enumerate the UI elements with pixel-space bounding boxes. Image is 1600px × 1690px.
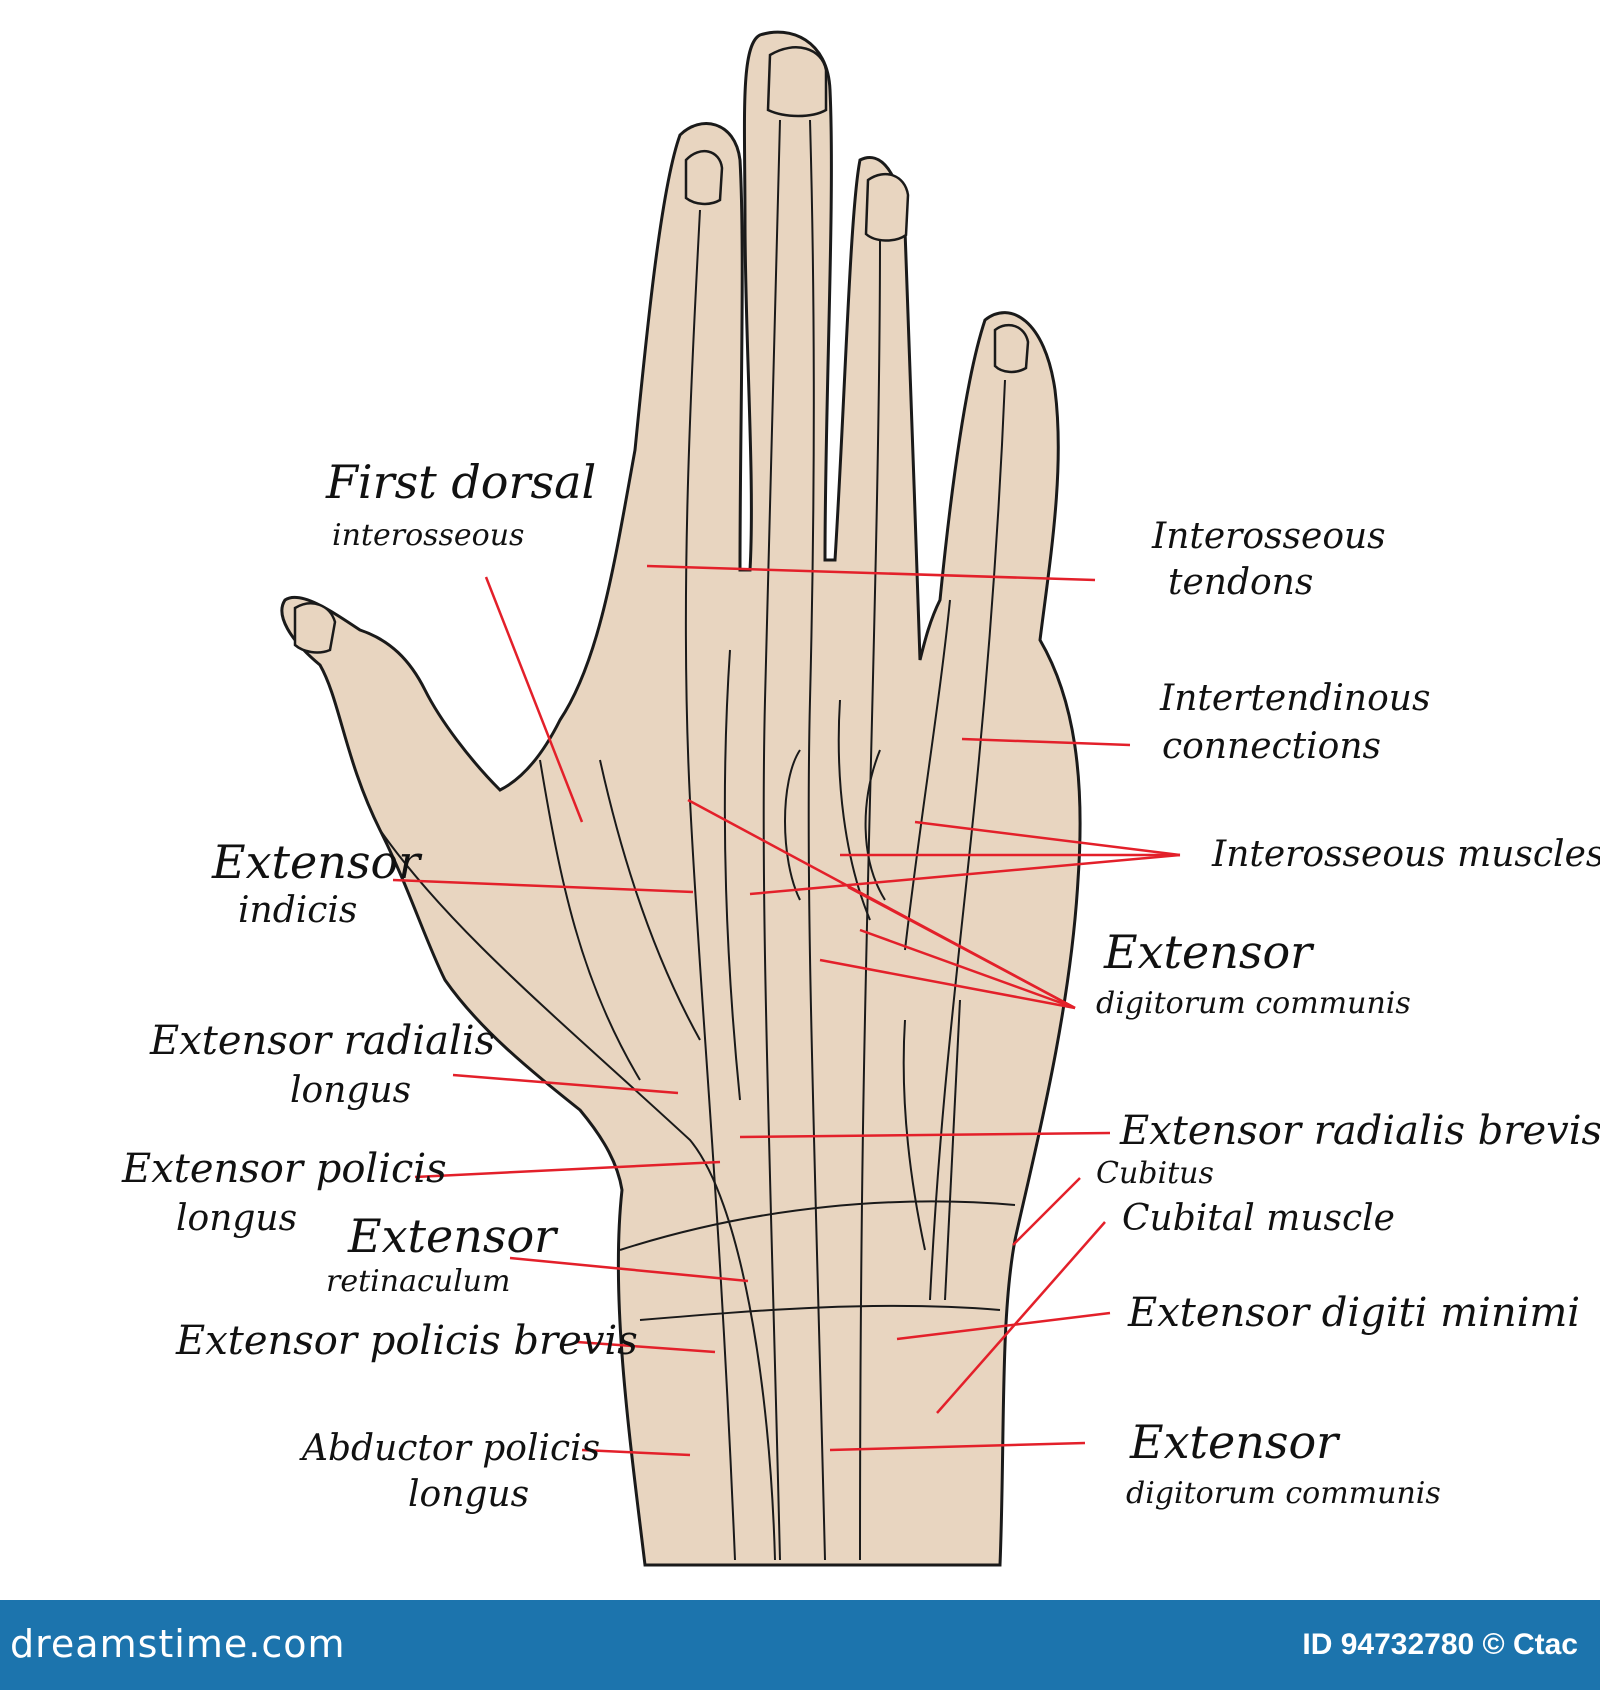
finger-nails bbox=[293, 46, 1030, 654]
leader-interosseous-muscles-3 bbox=[749, 853, 1181, 896]
image-credit: ID 94732780 © Ctac bbox=[1302, 1628, 1578, 1661]
label-ecrl-line1: Extensor radialis bbox=[150, 1018, 496, 1064]
label-first-dorsal-line2: interosseous bbox=[332, 518, 525, 553]
label-edc-upper-line1: Extensor bbox=[1104, 925, 1313, 979]
label-epb: Extensor policis brevis bbox=[176, 1318, 638, 1364]
hand-silhouette bbox=[280, 30, 1082, 1567]
leader-epb bbox=[576, 1340, 716, 1354]
leader-interosseous-tendons bbox=[646, 564, 1096, 582]
leader-interosseous-muscles-1 bbox=[914, 820, 1181, 857]
leader-ecrl bbox=[452, 1073, 679, 1095]
label-intertendinous-line1: Intertendinous bbox=[1160, 678, 1431, 719]
leader-apl bbox=[581, 1448, 691, 1457]
label-extensor-indicis-line2: indicis bbox=[238, 890, 358, 931]
leader-edc-lower bbox=[829, 1441, 1086, 1452]
label-interosseous-tendons-line2: tendons bbox=[1168, 562, 1314, 603]
leader-ecrb bbox=[739, 1131, 1111, 1139]
label-edc-upper-line2: digitorum communis bbox=[1096, 986, 1411, 1021]
label-edc-lower-line2: digitorum communis bbox=[1126, 1476, 1441, 1511]
leader-epl bbox=[414, 1160, 721, 1179]
label-ecrl-line2: longus bbox=[290, 1070, 412, 1111]
label-retinaculum-line2: retinaculum bbox=[326, 1264, 511, 1299]
label-edm: Extensor digiti minimi bbox=[1128, 1290, 1581, 1336]
anatomy-diagram: First dorsal interosseous Extensor indic… bbox=[122, 30, 1600, 1567]
label-edc-lower-line1: Extensor bbox=[1130, 1415, 1339, 1469]
leader-edc-upper-3 bbox=[859, 928, 1076, 1010]
leader-edm bbox=[896, 1311, 1111, 1341]
label-extensor-indicis-line1: Extensor bbox=[212, 835, 421, 889]
leader-first-dorsal bbox=[484, 576, 584, 823]
leader-cubital-muscle bbox=[936, 1221, 1106, 1414]
label-interosseous-muscles: Interosseous muscles bbox=[1212, 834, 1600, 875]
label-cubitus: Cubitus bbox=[1096, 1156, 1214, 1191]
watermark-footer-bar: dreamstime.com ID 94732780 © Ctac bbox=[0, 1600, 1600, 1690]
leader-lines bbox=[392, 564, 1181, 1457]
leader-intertendinous bbox=[961, 737, 1131, 747]
label-epl-line1: Extensor policis bbox=[122, 1146, 447, 1192]
leader-retinaculum bbox=[509, 1256, 749, 1283]
label-epl-line2: longus bbox=[176, 1198, 298, 1239]
label-cubital-muscle: Cubital muscle bbox=[1122, 1198, 1395, 1239]
leader-edc-upper-2 bbox=[847, 885, 1076, 1010]
label-intertendinous-line2: connections bbox=[1162, 726, 1381, 767]
brand-wordmark: dreamstime.com bbox=[10, 1622, 346, 1666]
tendon-lines bbox=[379, 119, 1016, 1561]
leader-cubitus bbox=[1012, 1177, 1081, 1246]
label-interosseous-tendons-line1: Interosseous bbox=[1152, 516, 1386, 557]
hand-illustration bbox=[280, 30, 1181, 1567]
leader-edc-upper-4 bbox=[819, 958, 1076, 1010]
label-apl-line2: longus bbox=[408, 1474, 530, 1515]
label-retinaculum-line1: Extensor bbox=[348, 1209, 557, 1263]
label-apl-line1: Abductor policis bbox=[302, 1428, 601, 1469]
label-ecrb: Extensor radialis brevis bbox=[1120, 1108, 1600, 1154]
leader-extensor-indicis bbox=[392, 878, 694, 894]
label-first-dorsal-line1: First dorsal bbox=[326, 455, 597, 509]
